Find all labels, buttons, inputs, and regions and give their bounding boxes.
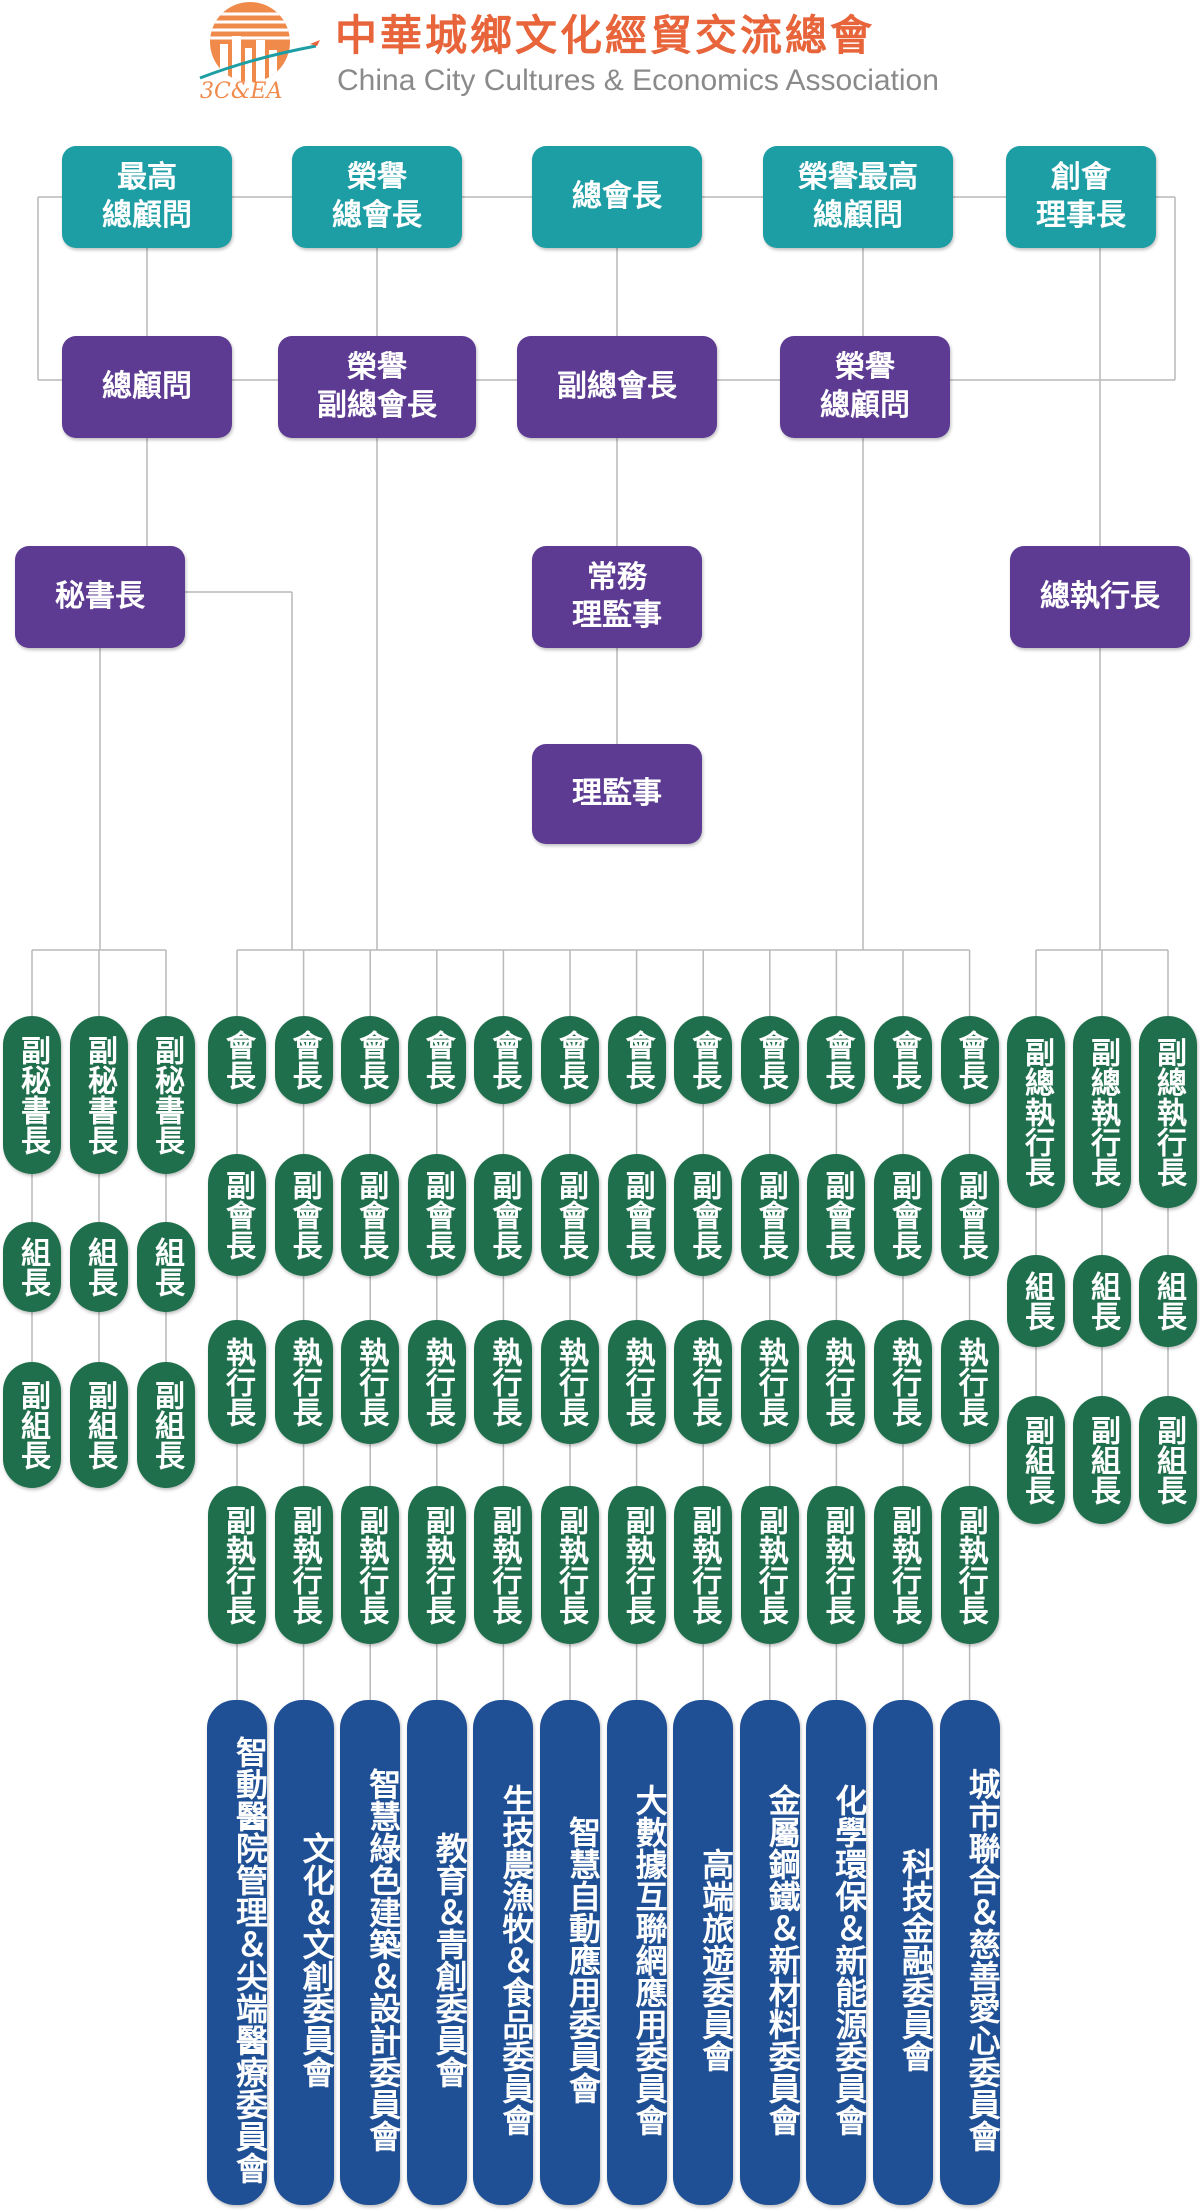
ceo-group-2-role-3: 副組長: [1073, 1396, 1131, 1524]
association-logo: 3C&EA: [199, 2, 320, 104]
committee-8-role-2: 副會長: [674, 1154, 733, 1276]
committee-10-role-1: 會長: [807, 1016, 866, 1104]
committee-9-role-4: 副執行長: [740, 1486, 799, 1644]
ceo-group-1-role-1: 副總執行長: [1007, 1016, 1065, 1208]
committee-4-name: 教育＆青創委員會: [406, 1700, 469, 2205]
node-directors: 理監事: [532, 744, 702, 844]
committee-6-name: 智慧自動應用委員會: [540, 1700, 602, 2205]
committee-1-name: 智動醫院管理＆尖端醫療委員會: [207, 1700, 269, 2205]
committee-2-role-4: 副執行長: [274, 1486, 333, 1644]
committee-10-role-2: 副會長: [807, 1154, 866, 1276]
committee-9-name: 金屬鋼鐵＆新材料委員會: [739, 1700, 802, 2205]
secretariat-3-role-2: 組長: [137, 1222, 195, 1312]
node-honorary-vice-president: 榮譽 副總會長: [278, 336, 476, 438]
logo-text: 3C&EA: [200, 79, 282, 104]
ceo-group-1-role-2: 組長: [1007, 1255, 1065, 1347]
committee-5-role-1: 會長: [474, 1016, 533, 1104]
committee-3-role-4: 副執行長: [341, 1486, 400, 1644]
committee-6-role-2: 副會長: [541, 1154, 599, 1276]
committee-9-role-2: 副會長: [740, 1154, 799, 1276]
secretariat-1-role-3: 副組長: [3, 1362, 61, 1488]
header: 3C&EA 中華城鄉文化經貿交流總會 China City Cultures &…: [0, 0, 1200, 110]
committee-7-role-4: 副執行長: [607, 1486, 666, 1644]
committee-3-role-2: 副會長: [341, 1154, 400, 1276]
node-ceo: 總執行長: [1010, 546, 1190, 648]
committee-2-name: 文化＆文創委員會: [273, 1700, 336, 2205]
committee-9-role-3: 執行長: [740, 1320, 799, 1444]
committee-11-role-4: 副執行長: [874, 1486, 932, 1644]
committee-10-role-4: 副執行長: [807, 1486, 866, 1644]
committee-12-role-2: 副會長: [940, 1154, 999, 1276]
committee-1-role-4: 副執行長: [208, 1486, 266, 1644]
committee-11-role-3: 執行長: [874, 1320, 932, 1444]
committee-5-role-4: 副執行長: [474, 1486, 533, 1644]
committee-1-role-2: 副會長: [208, 1154, 266, 1276]
secretariat-1-role-2: 組長: [3, 1222, 61, 1312]
node-honorary-president: 榮譽 總會長: [292, 146, 462, 248]
node-honorary-supreme-advisor: 榮譽最高 總顧問: [763, 146, 953, 248]
node-standing-directors: 常務 理監事: [532, 546, 702, 648]
committee-12-role-4: 副執行長: [940, 1486, 999, 1644]
node-general-advisor: 總顧問: [62, 336, 232, 438]
committee-5-role-3: 執行長: [474, 1320, 533, 1444]
node-secretary-general: 秘書長: [15, 546, 185, 648]
node-president: 總會長: [532, 146, 702, 248]
committee-7-role-2: 副會長: [607, 1154, 666, 1276]
committee-1-role-3: 執行長: [208, 1320, 266, 1444]
committee-3-role-3: 執行長: [341, 1320, 400, 1444]
committee-2-role-2: 副會長: [274, 1154, 333, 1276]
committee-1-role-1: 會長: [208, 1016, 266, 1104]
title-english: China City Cultures & Economics Associat…: [337, 64, 939, 97]
secretariat-1-role-1: 副秘書長: [3, 1016, 61, 1174]
secretariat-2-role-1: 副秘書長: [70, 1016, 128, 1174]
committee-8-role-4: 副執行長: [674, 1486, 733, 1644]
ceo-group-2-role-1: 副總執行長: [1073, 1016, 1131, 1208]
ceo-group-1-role-3: 副組長: [1007, 1396, 1065, 1524]
secretariat-3-role-3: 副組長: [137, 1362, 195, 1488]
committee-7-name: 大數據互聯網應用委員會: [606, 1700, 669, 2205]
committee-9-role-1: 會長: [740, 1016, 799, 1104]
committee-11-name: 科技金融委員會: [873, 1700, 935, 2205]
committee-12-role-1: 會長: [940, 1016, 999, 1104]
committee-8-role-3: 執行長: [674, 1320, 733, 1444]
committee-3-role-1: 會長: [341, 1016, 400, 1104]
committee-4-role-3: 執行長: [407, 1320, 466, 1444]
committee-7-role-1: 會長: [607, 1016, 666, 1104]
ceo-group-3-role-3: 副組長: [1139, 1396, 1197, 1524]
secretariat-2-role-2: 組長: [70, 1222, 128, 1312]
committee-2-role-1: 會長: [274, 1016, 333, 1104]
ceo-group-3-role-1: 副總執行長: [1139, 1016, 1197, 1208]
committee-12-role-3: 執行長: [940, 1320, 999, 1444]
ceo-group-2-role-2: 組長: [1073, 1255, 1131, 1347]
title-chinese: 中華城鄉文化經貿交流總會: [335, 11, 876, 60]
node-supreme-advisor: 最高 總顧問: [62, 146, 232, 248]
committee-5-role-2: 副會長: [474, 1154, 533, 1276]
committee-8-role-1: 會長: [674, 1016, 733, 1104]
committee-7-role-3: 執行長: [607, 1320, 666, 1444]
secretariat-3-role-1: 副秘書長: [137, 1016, 195, 1174]
committee-8-name: 高端旅遊委員會: [673, 1700, 735, 2205]
committee-6-role-4: 副執行長: [541, 1486, 599, 1644]
ceo-group-3-role-2: 組長: [1139, 1255, 1197, 1347]
committee-10-name: 化學環保＆新能源委員會: [806, 1700, 868, 2205]
secretariat-2-role-3: 副組長: [70, 1362, 128, 1488]
committee-4-role-1: 會長: [407, 1016, 466, 1104]
node-honorary-general-advisor: 榮譽 總顧問: [780, 336, 950, 438]
committee-6-role-3: 執行長: [541, 1320, 599, 1444]
node-vice-president: 副總會長: [517, 336, 717, 438]
committee-10-role-3: 執行長: [807, 1320, 866, 1444]
committee-12-name: 城市聯合＆慈善愛心委員會: [939, 1700, 1002, 2205]
committee-2-role-3: 執行長: [274, 1320, 333, 1444]
node-founding-chairman: 創會 理事長: [1006, 146, 1156, 248]
committee-4-role-4: 副執行長: [407, 1486, 466, 1644]
committee-5-name: 生技農漁牧＆食品委員會: [473, 1700, 535, 2205]
committee-11-role-2: 副會長: [874, 1154, 932, 1276]
committee-3-name: 智慧綠色建築＆設計委員會: [340, 1700, 402, 2205]
committee-4-role-2: 副會長: [407, 1154, 466, 1276]
committee-11-role-1: 會長: [874, 1016, 932, 1104]
committee-6-role-1: 會長: [541, 1016, 599, 1104]
